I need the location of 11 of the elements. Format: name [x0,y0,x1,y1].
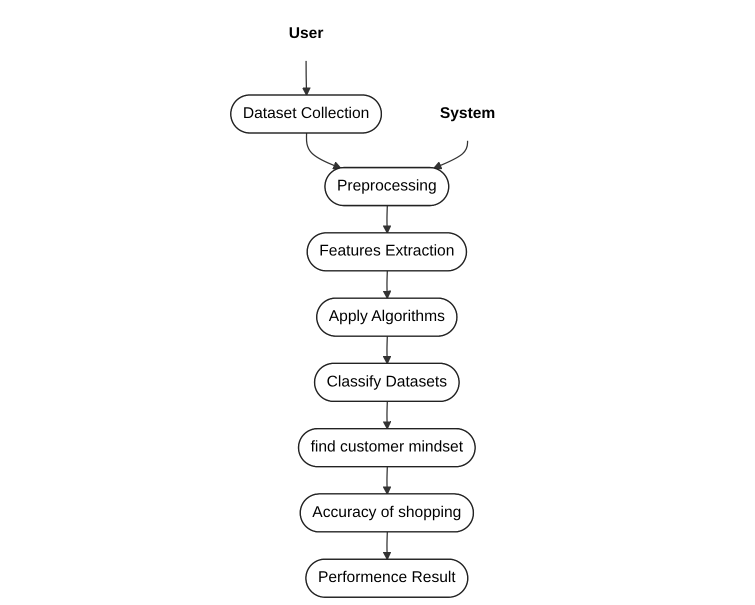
node-text: System [440,105,496,122]
arrow [382,467,392,495]
arrow [302,60,311,96]
arrow [306,133,342,170]
arrow [433,140,468,170]
arrow [382,532,392,560]
arrow [382,271,392,299]
arrow [382,336,392,364]
node-text: User [288,25,324,42]
arrow [382,402,392,430]
arrow [382,206,392,234]
